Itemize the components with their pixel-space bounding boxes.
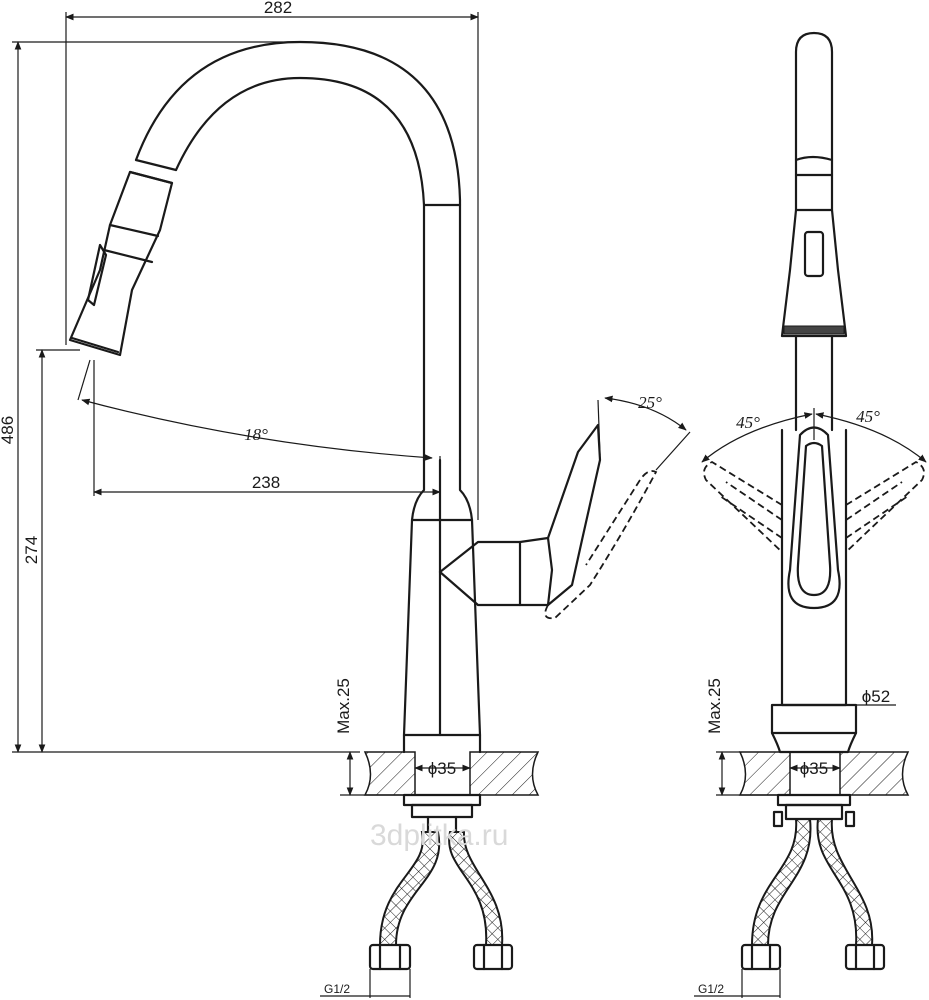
deck-section-front: Max.25 ϕ35: [705, 678, 910, 796]
gooseneck-spout: [128, 40, 462, 462]
handle-angle-dimension: 25°: [597, 393, 691, 471]
spout-height-dimension: 274: [22, 349, 80, 753]
handle-front: [703, 426, 925, 707]
watermark: 3dplitka.ru: [370, 819, 508, 852]
mounting-hardware-front: [772, 793, 856, 828]
deck-section-side: Max.25 ϕ35: [334, 678, 540, 796]
hole-diameter-front-label: ϕ35: [800, 759, 828, 778]
side-view: 282 486 274 18° 238: [0, 0, 691, 998]
height-label: 486: [0, 416, 17, 444]
supply-hoses-side: G1/2: [320, 831, 514, 998]
reach-label: 238: [252, 473, 280, 492]
deck-thickness-front-label: Max.25: [705, 678, 724, 734]
deck-thickness-side-label: Max.25: [334, 678, 353, 734]
swivel-angle-label: 18°: [244, 425, 268, 444]
height-dimension: 486: [0, 41, 300, 753]
spout-front: [780, 31, 848, 432]
handle-left-angle-label: 45°: [736, 413, 760, 432]
base-diameter-label: ϕ52: [862, 687, 890, 706]
front-view: 45° 45° ϕ52 Max.25 ϕ35: [694, 31, 927, 998]
base-front: ϕ52: [770, 687, 896, 754]
mounting-hardware-side: [402, 793, 482, 834]
handle-right-angle-label: 45°: [856, 407, 880, 426]
faucet-body: [402, 458, 482, 754]
width-label: 282: [264, 0, 292, 17]
hole-diameter-side-label: ϕ35: [428, 759, 456, 778]
handle-side: [438, 423, 658, 620]
thread-side-label: G1/2: [324, 982, 350, 996]
spout-height-label: 274: [22, 536, 41, 564]
swivel-angle-dimension: 18°: [77, 359, 433, 461]
handle-angle-label: 25°: [638, 393, 662, 412]
supply-hoses-front: G1/2: [694, 818, 886, 998]
thread-front-label: G1/2: [698, 982, 724, 996]
handle-rotation-dimension: 45° 45°: [701, 407, 927, 463]
width-dimension: 282: [65, 0, 479, 520]
pullout-spray-head: [68, 170, 174, 357]
